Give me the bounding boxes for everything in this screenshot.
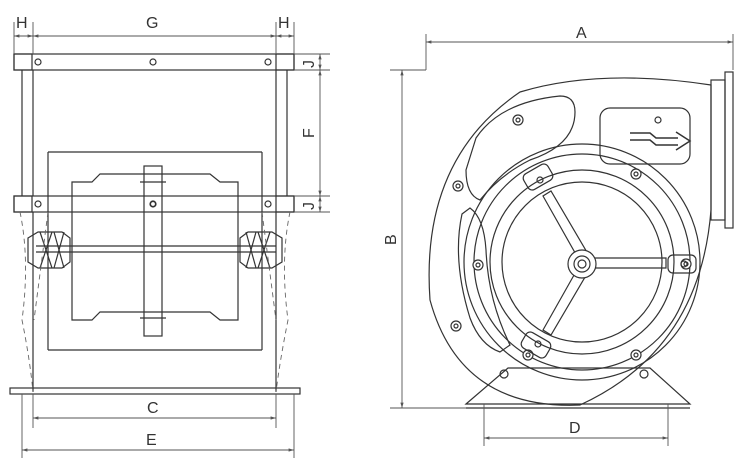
side-view: [428, 71, 734, 409]
label-h-left: H: [16, 15, 28, 32]
label-j-top: J: [301, 60, 318, 68]
top-rail-corner-right: [275, 53, 295, 71]
bottom-rail-corner-right: [275, 195, 295, 213]
airflow-window: [599, 107, 691, 165]
label-f: F: [301, 128, 318, 138]
label-b: B: [383, 234, 400, 245]
scroll-housing: [428, 77, 712, 406]
housing-bolts: [450, 114, 692, 379]
hub-spokes: [520, 163, 697, 359]
impeller-outline: [71, 173, 239, 321]
label-d: D: [569, 420, 581, 437]
outlet-flange: [710, 79, 726, 221]
bottom-rail: [13, 195, 295, 213]
bearing-left: [27, 231, 71, 269]
front-view: [9, 53, 301, 395]
center-disk: [143, 165, 163, 337]
label-e: E: [146, 432, 157, 449]
label-h-right: H: [278, 15, 290, 32]
label-c: C: [147, 400, 159, 417]
top-rail: [13, 53, 295, 71]
dimension-lines: [13, 22, 734, 458]
dimension-labels: H G H J F J C E A B D: [16, 15, 587, 449]
airflow-arrow-icon: [630, 131, 692, 151]
bottom-rail-corner-left: [13, 195, 33, 213]
base-mount: [464, 367, 692, 405]
label-j-bottom: J: [301, 202, 318, 210]
base-plate-front: [9, 387, 301, 395]
bearing-right: [239, 231, 283, 269]
top-rail-corner-left: [13, 53, 33, 71]
label-g: G: [146, 15, 158, 32]
label-a: A: [576, 25, 587, 42]
